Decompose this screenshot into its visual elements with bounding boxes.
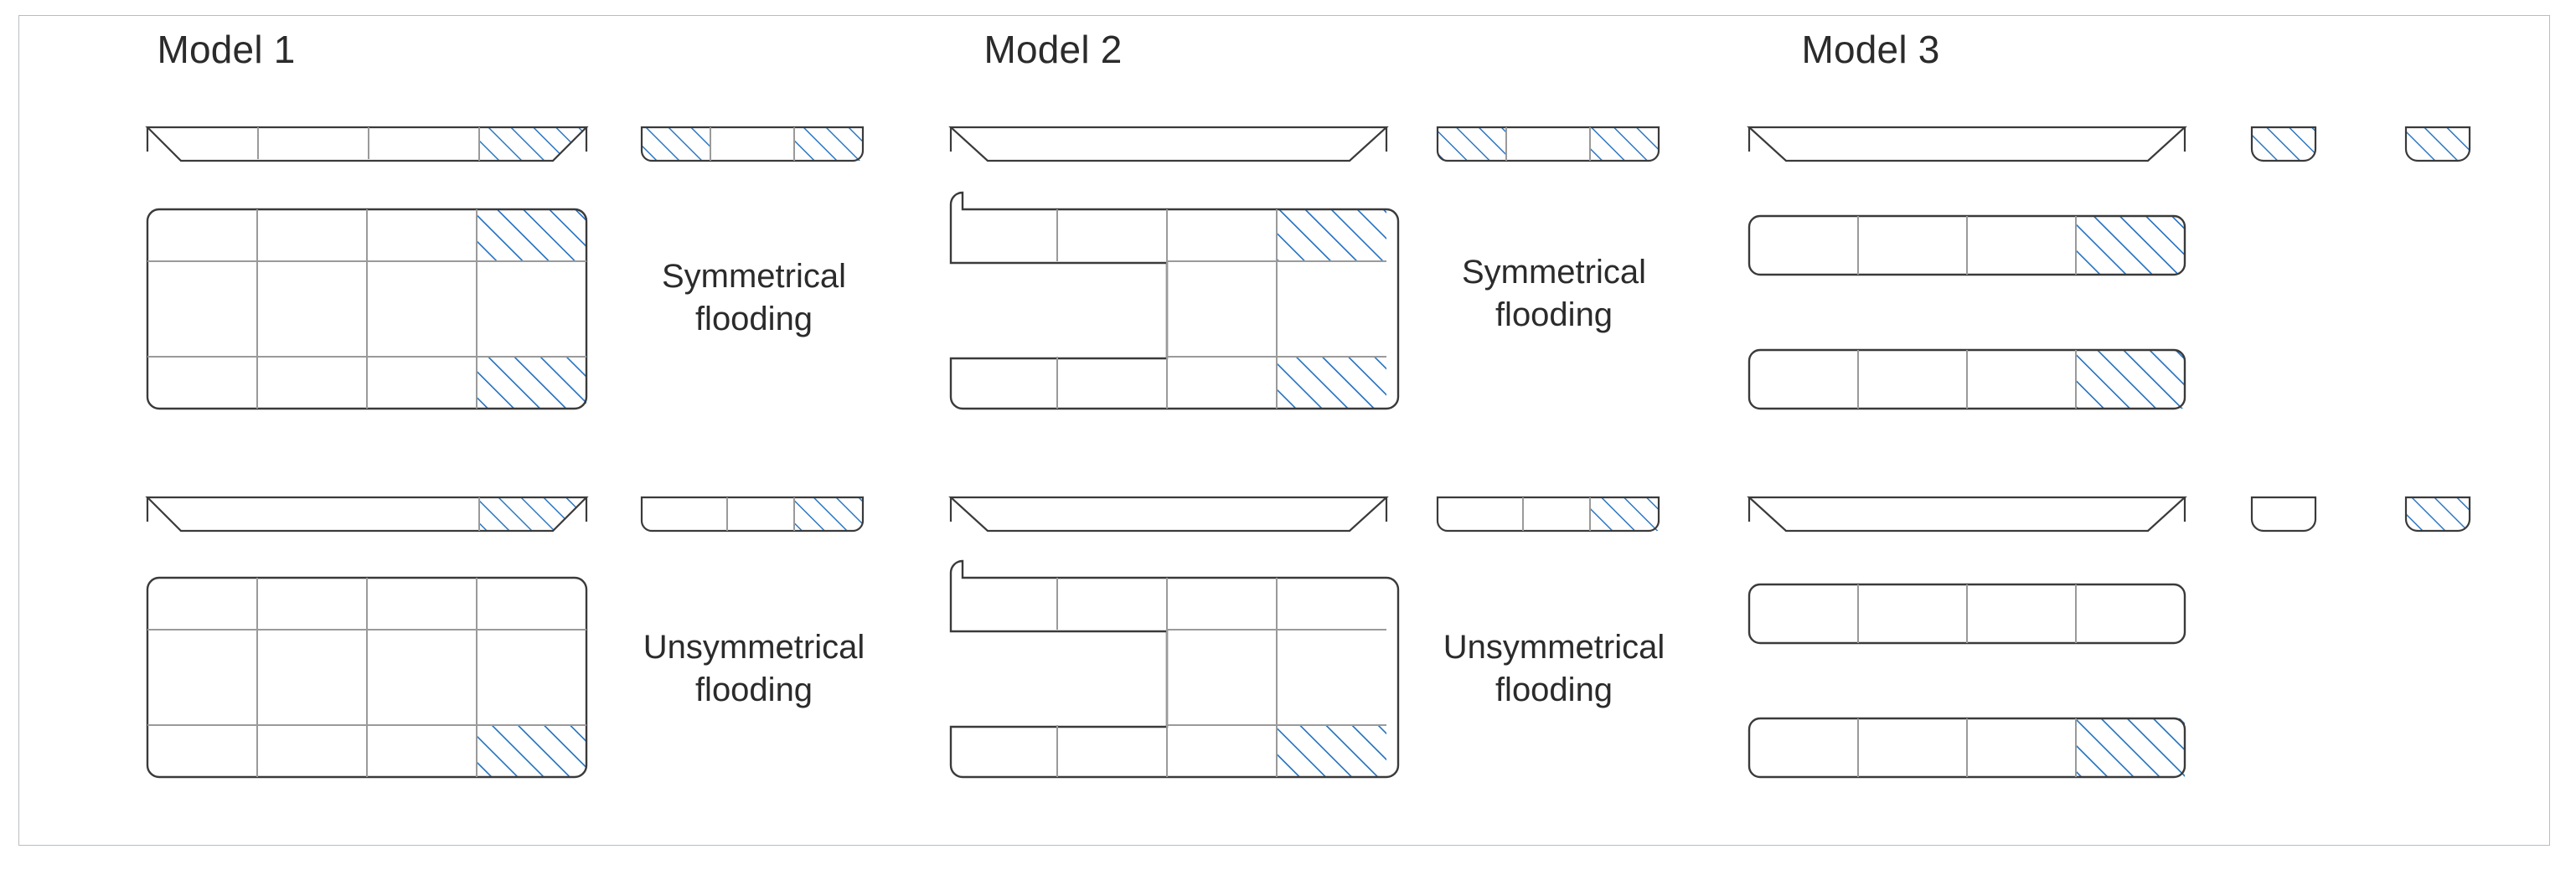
model-3-unsymmetrical-side-view — [1747, 496, 2187, 533]
model-2-symmetrical-plan-view — [949, 191, 1400, 410]
plan-cell-hatched-r3c4 — [477, 725, 586, 777]
plan-cell-hatched-h2c4 — [2076, 718, 2185, 777]
model-3-unsymmetrical-plan-view — [1747, 583, 2186, 779]
cross-cell-hatched-1 — [642, 127, 710, 161]
model-title-3: Model 3 — [1801, 28, 1940, 71]
plan-cell-hatched-r1c4 — [477, 209, 586, 261]
model-1-symmetrical-plan-view — [146, 208, 588, 410]
cross-outline-hull-1 — [2250, 126, 2317, 162]
model-3-symmetrical-side-view — [1747, 126, 2187, 162]
model-1-unsymmetrical-cross-section — [640, 496, 865, 533]
cross-hull-hatched-1 — [2252, 127, 2315, 161]
model-2-unsymmetrical-cross-section — [1436, 496, 1660, 533]
cross-hull-hatched-2 — [2406, 497, 2470, 531]
cross-outline-hull-2 — [2404, 126, 2471, 162]
model-3-symmetrical-plan-view — [1747, 214, 2186, 410]
model-1-symmetrical-side-view — [145, 126, 589, 162]
scenario-label-symmetrical-1: Symmetrical flooding — [661, 258, 847, 338]
cross-cell-hatched-1 — [1438, 127, 1506, 161]
plan-cell-hatched-r3c4 — [477, 357, 586, 409]
cross-outline — [1436, 496, 1660, 533]
plan-cell-hatched-r1c4 — [1277, 209, 1386, 261]
model-3-unsymmetrical-cross-section — [2250, 496, 2471, 533]
plan-outline-notched — [949, 559, 1400, 779]
cross-outline — [640, 496, 865, 533]
side-outline — [948, 126, 1389, 162]
cross-outline-hull-1 — [2250, 496, 2317, 533]
side-segment-hatched — [479, 497, 586, 531]
side-outline — [948, 496, 1389, 533]
model-3-symmetrical-cross-section — [2250, 126, 2471, 162]
scenario-label-symmetrical-2: Symmetrical flooding — [1461, 254, 1647, 334]
scenario-label-unsymmetrical-1: Unsymmetrical flooding — [643, 629, 865, 709]
model-1-unsymmetrical-plan-view — [146, 576, 588, 779]
plan-cell-hatched-h1c4 — [2076, 216, 2185, 275]
plan-cell-hatched-r3c4 — [1277, 725, 1386, 777]
cross-cell-hatched-3 — [794, 127, 863, 161]
side-outline — [145, 126, 589, 162]
figure-frame — [18, 15, 2550, 846]
cross-outline — [1436, 126, 1660, 162]
side-outline — [145, 496, 589, 533]
cross-cell-hatched-3 — [794, 497, 863, 531]
plan-outline-notched — [949, 191, 1400, 410]
side-segment-hatched — [479, 127, 586, 161]
cross-outline-hull-2 — [2404, 496, 2471, 533]
cross-outline — [640, 126, 865, 162]
model-title-1: Model 1 — [157, 28, 296, 71]
model-1-unsymmetrical-side-view — [145, 496, 589, 533]
side-outline — [1747, 126, 2187, 162]
side-outline — [1747, 496, 2187, 533]
model-title-2: Model 2 — [983, 28, 1123, 71]
cross-cell-hatched-3 — [1590, 127, 1659, 161]
scenario-label-unsymmetrical-2: Unsymmetrical flooding — [1443, 629, 1665, 709]
model-2-unsymmetrical-plan-view — [949, 559, 1400, 779]
plan-cell-hatched-h2c4 — [2076, 350, 2185, 409]
cross-hull-hatched-2 — [2406, 127, 2470, 161]
model-2-symmetrical-side-view — [948, 126, 1389, 162]
plan-cell-hatched-r3c4 — [1277, 357, 1386, 409]
model-2-unsymmetrical-side-view — [948, 496, 1389, 533]
model-1-symmetrical-cross-section — [640, 126, 865, 162]
cross-cell-hatched-3 — [1590, 497, 1659, 531]
model-2-symmetrical-cross-section — [1436, 126, 1660, 162]
